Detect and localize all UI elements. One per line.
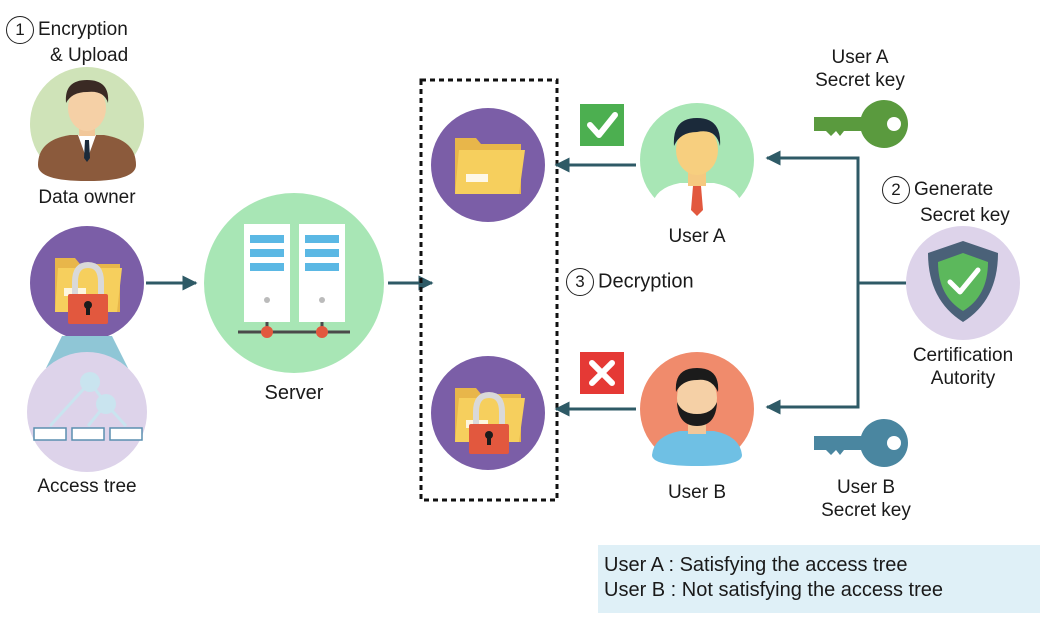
step-1-number: 1 bbox=[6, 16, 34, 44]
user-b-label: User B bbox=[667, 482, 727, 503]
distribution-line-to-user-a bbox=[765, 150, 860, 283]
user-b-key-label-line1: User B bbox=[836, 477, 896, 498]
certification-authority-label-line2: Autority bbox=[930, 368, 996, 389]
user-a-key-label-line2: Secret key bbox=[815, 70, 905, 91]
user-b-key-label-line2: Secret key bbox=[821, 500, 911, 521]
server-icon bbox=[204, 193, 384, 373]
locked-folder-icon bbox=[431, 356, 545, 470]
step-3-number: 3 bbox=[566, 268, 594, 296]
certification-authority-icon bbox=[906, 226, 1020, 340]
step-2-number: 2 bbox=[882, 176, 910, 204]
user-a-key-label: User A Secret key bbox=[795, 46, 925, 92]
storage-box bbox=[419, 78, 559, 502]
server-label: Server bbox=[264, 382, 324, 404]
encrypted-folder-icon bbox=[30, 226, 144, 340]
user-b-key-label: User B Secret key bbox=[801, 476, 931, 522]
data-owner-label: Data owner bbox=[38, 187, 136, 208]
access-tree-icon bbox=[27, 352, 147, 472]
check-icon bbox=[580, 104, 624, 146]
step-2-title-line1: Generate bbox=[914, 179, 994, 201]
step-2-title-line2: Secret key bbox=[920, 205, 1010, 226]
data-owner-icon bbox=[30, 67, 144, 181]
user-a-label: User A bbox=[668, 226, 726, 247]
certification-authority-label: Certification Autority bbox=[893, 344, 1033, 390]
legend-user-a: User A : Satisfying the access tree bbox=[604, 554, 908, 576]
decrypted-folder-icon bbox=[431, 108, 545, 222]
user-b-key-icon bbox=[814, 419, 908, 467]
step-1-title-line2: & Upload bbox=[50, 45, 129, 66]
access-tree-label: Access tree bbox=[37, 476, 137, 497]
cross-icon bbox=[580, 352, 624, 394]
certification-authority-label-line1: Certification bbox=[912, 345, 1014, 366]
step-3-title: Decryption bbox=[598, 270, 694, 293]
user-a-avatar bbox=[640, 103, 754, 217]
legend-user-b: User B : Not satisfying the access tree bbox=[604, 579, 944, 601]
user-b-avatar bbox=[640, 352, 754, 466]
step-1-title-line1: Encryption bbox=[38, 19, 128, 41]
user-a-key-icon bbox=[814, 100, 908, 148]
legend-box: User A : Satisfying the access tree User… bbox=[598, 545, 1040, 613]
distribution-line-to-user-b bbox=[765, 283, 860, 415]
user-a-key-label-line1: User A bbox=[831, 47, 889, 68]
